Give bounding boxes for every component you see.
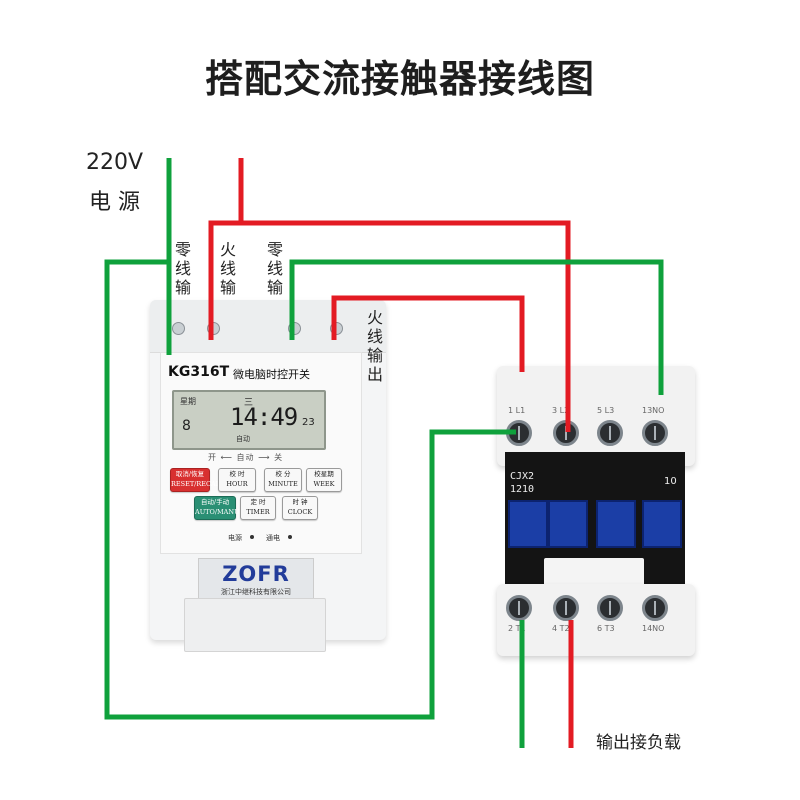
terminal-label-5: 5 L3 <box>597 406 615 415</box>
lcd-day: 三 <box>244 398 254 408</box>
clock-button[interactable]: 时 钟 CLOCK <box>282 496 318 520</box>
button-label-cn: 校星期 <box>314 470 334 478</box>
terminal-label-4: 4 T2 <box>552 624 570 633</box>
timer-screw-1 <box>172 322 185 335</box>
button-label-cn: 定 时 <box>250 498 266 506</box>
button-label-en: WEEK <box>313 480 335 488</box>
lcd-program-number: 8 <box>182 418 191 434</box>
output-load-label: 输出接负载 <box>596 733 681 753</box>
power-source-label: 电 源 <box>89 190 140 215</box>
on-indicator-label: 通电 <box>266 534 280 542</box>
contactor-bottom-terminal-block <box>497 584 695 656</box>
timer-button[interactable]: 定 时 TIMER <box>240 496 276 520</box>
label-neutral-out: 零线输 <box>266 240 283 297</box>
reset-recall-button[interactable]: 取消/恢复 RESET/RECALL <box>170 468 225 492</box>
timer-lcd-display: 星期 三 14:49 23 8 自动 <box>172 390 326 450</box>
timer-front-panel <box>160 352 362 554</box>
terminal-label-6: 6 T3 <box>597 624 615 633</box>
hour-button[interactable]: 校 时 HOUR <box>218 468 256 492</box>
contactor-blue-indicator-2 <box>548 500 588 548</box>
button-label-cn: 校 分 <box>275 470 291 478</box>
week-button[interactable]: 校星期 WEEK <box>306 468 342 492</box>
terminal-label-3: 3 L2 <box>552 406 570 415</box>
neutral-wire-to-coil <box>104 259 516 720</box>
contactor-model: CJX2 1210 <box>510 470 534 496</box>
terminal-label-14: 14NO <box>642 624 665 633</box>
timer-terminal-cover <box>150 300 386 353</box>
button-label-en: TIMER <box>246 508 270 516</box>
auto-manual-button[interactable]: 自动/手动 AUTO/MANU <box>194 496 240 520</box>
button-label-cn: 自动/手动 <box>200 498 230 506</box>
terminal-label-2: 2 T1 <box>508 624 526 633</box>
power-indicator-label: 电源 <box>228 534 242 542</box>
button-label-cn: 校 时 <box>229 470 245 478</box>
contactor-terminal-13[interactable] <box>642 420 668 446</box>
live-wire-to-timer <box>208 220 241 340</box>
minute-button[interactable]: 校 分 MINUTE <box>264 468 302 492</box>
contactor-terminal-6[interactable] <box>597 595 623 621</box>
button-label-en: RESET/RECALL <box>171 480 225 488</box>
label-live-in: 火线输 <box>219 240 236 297</box>
timer-description: 微电脑时控开关 <box>233 368 310 381</box>
button-label-cn: 取消/恢复 <box>175 470 205 478</box>
live-wire-out <box>331 295 525 372</box>
contactor-blue-indicator-3 <box>596 500 636 548</box>
terminal-label-1: 1 L1 <box>508 406 526 415</box>
lcd-seconds: 23 <box>302 417 315 428</box>
power-voltage-label: 220V <box>86 150 144 175</box>
brand-logo: ZOFR <box>222 562 290 586</box>
live-wire-in <box>238 158 571 432</box>
terminal-label-13: 13NO <box>642 406 665 415</box>
label-live-out: 火线输出 <box>366 308 383 384</box>
company-name: 浙江中继科技有限公司 <box>221 588 291 596</box>
contactor-terminal-14[interactable] <box>642 595 668 621</box>
contactor-aux-label: 10 <box>664 476 677 487</box>
button-label-en: CLOCK <box>287 508 313 516</box>
power-indicator-led <box>250 535 254 539</box>
button-label-cn: 时 钟 <box>292 498 308 506</box>
neutral-wire-out <box>289 259 664 395</box>
contactor-terminal-4[interactable] <box>553 595 579 621</box>
timer-model: KG316T <box>168 364 230 380</box>
contactor-terminal-2[interactable] <box>506 595 532 621</box>
lcd-week-label: 星期 <box>180 397 196 406</box>
lcd-mode: 自动 <box>236 435 250 443</box>
contactor-model-line1: CJX2 <box>510 471 535 482</box>
timer-mode-indicator: 开 ⟵ 自动 ⟶ 关 <box>208 453 284 462</box>
button-label-en: AUTO/MANU <box>195 508 240 516</box>
diagram-title: 搭配交流接触器接线图 <box>204 57 595 101</box>
contactor-terminal-5[interactable] <box>597 420 623 446</box>
timer-bottom-cover <box>184 598 326 652</box>
brand-plate: ZOFR 浙江中继科技有限公司 <box>198 558 314 600</box>
button-label-en: MINUTE <box>268 480 298 488</box>
on-indicator-led <box>288 535 292 539</box>
contactor-blue-indicator-4 <box>642 500 682 548</box>
lcd-time: 14:49 <box>230 403 298 431</box>
label-neutral-in: 零线输 <box>174 240 191 297</box>
button-label-en: HOUR <box>226 480 248 488</box>
contactor-blue-indicator-1 <box>508 500 548 548</box>
contactor-model-line2: 1210 <box>510 484 535 495</box>
